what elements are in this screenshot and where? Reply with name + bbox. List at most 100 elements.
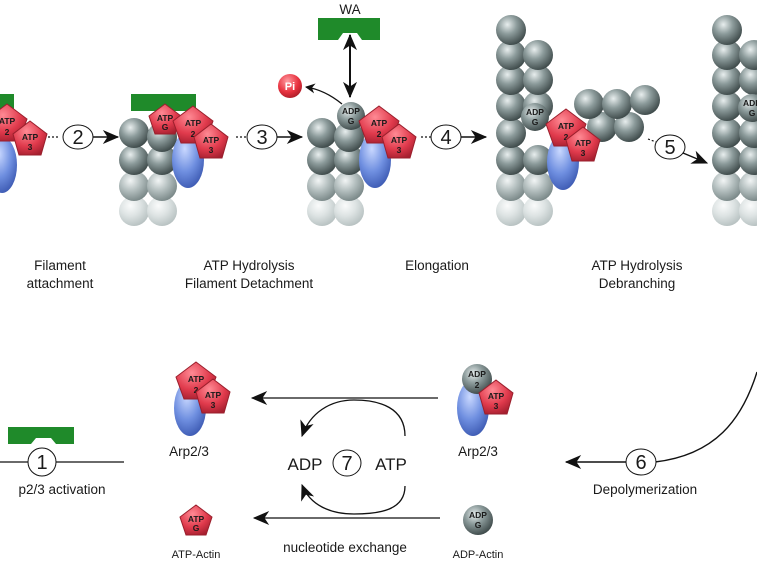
- daughter-filament: [574, 85, 660, 142]
- wa-release: WA: [318, 2, 380, 99]
- arp3-number: 3: [28, 142, 33, 152]
- label-atp-actin: ATP-Actin: [172, 549, 221, 561]
- arp2-number: 2: [564, 132, 569, 142]
- g-label: G: [475, 520, 482, 530]
- step-number: 1: [36, 452, 47, 474]
- g-label: G: [532, 117, 539, 127]
- step-number: 4: [440, 127, 451, 149]
- label-filament-attachment-line1: Filament: [34, 258, 86, 273]
- atp-label: ATP: [188, 374, 205, 384]
- step-5: 5: [647, 134, 709, 164]
- atp-label: ATP: [0, 116, 16, 126]
- label-hydrolysis-detachment-line1: ATP Hydrolysis: [203, 258, 294, 273]
- atp-label: ATP: [188, 514, 205, 524]
- label-atp-center: ATP: [375, 455, 407, 474]
- step-number: 7: [341, 453, 352, 475]
- wa-domain-bar: [131, 94, 196, 111]
- stage-hydrolysis-detachment: ATP G ATP 2 ATP 3: [119, 94, 229, 226]
- mother-filament: [712, 15, 757, 226]
- adp-label: ADP: [342, 106, 360, 116]
- arp3-number: 3: [209, 145, 214, 155]
- arp2-number: 2: [377, 129, 382, 139]
- g-label: G: [348, 116, 355, 126]
- adp-label: ADP: [468, 369, 486, 379]
- wa-domain-bar: [0, 94, 14, 109]
- arp23-adp-complex: ADP 2 ATP 3 Arp2/3: [457, 364, 514, 459]
- stage-filament-attachment: ATP 2 ATP 3: [0, 94, 48, 193]
- atp-loading-arc: [300, 399, 406, 438]
- label-arp23-right: Arp2/3: [458, 444, 498, 459]
- arp3-blue-subunit: [0, 137, 17, 193]
- actin-filament: [119, 118, 177, 226]
- wa-domain-bar: [318, 18, 380, 40]
- label-activation: p2/3 activation: [18, 482, 105, 497]
- adp-label: ADP: [743, 98, 757, 108]
- atp-label: ATP: [157, 113, 174, 123]
- arp3-pentagon: ATP 3: [193, 123, 229, 159]
- adp-label: ADP: [526, 107, 544, 117]
- pi-label: Pi: [285, 81, 295, 93]
- wa-label: WA: [339, 2, 360, 17]
- adp-label: ADP: [469, 510, 487, 520]
- step-6: 6 Depolymerization: [564, 371, 757, 497]
- label-hydrolysis-debranching-line2: Debranching: [599, 276, 676, 291]
- stage-elongation: ADP G ATP 2 ATP 3: [496, 15, 660, 226]
- step-number: 5: [664, 137, 675, 159]
- arp2-number: 2: [5, 127, 10, 137]
- label-hydrolysis-debranching-line1: ATP Hydrolysis: [591, 258, 682, 273]
- label-hydrolysis-detachment-line2: Filament Detachment: [185, 276, 314, 291]
- label-filament-attachment-line2: attachment: [27, 276, 94, 291]
- arp3-pentagon: ATP 3: [478, 379, 514, 415]
- atp-label: ATP: [22, 132, 39, 142]
- wa-domain-bar: [8, 427, 74, 444]
- actin-filament: [307, 118, 364, 226]
- step-4: 4: [421, 124, 488, 150]
- atp-label: ATP: [371, 118, 388, 128]
- atp-label: ATP: [558, 121, 575, 131]
- arp3-number: 3: [397, 145, 402, 155]
- pi-molecule: [278, 74, 302, 98]
- step-number: 3: [256, 127, 267, 149]
- arp23-atp-complex: ATP 2 ATP 3 Arp2/3: [169, 361, 231, 459]
- atp-actin-monomer: ATP G ATP-Actin: [172, 504, 221, 561]
- mother-filament: [496, 15, 553, 226]
- label-adp-actin: ADP-Actin: [453, 549, 504, 561]
- step-3: 3: [236, 124, 304, 150]
- label-nucleotide-exchange: nucleotide exchange: [283, 540, 407, 555]
- arp3-number: 3: [494, 401, 499, 411]
- arp2-number: 2: [475, 380, 480, 390]
- arp3-number: 3: [581, 148, 586, 158]
- adp-release-arc: [301, 483, 406, 515]
- g-label: G: [749, 108, 756, 118]
- arp2-adp: ADP 2: [462, 364, 492, 394]
- label-depolymerization: Depolymerization: [593, 482, 697, 497]
- arp3-blue-subunit: [172, 132, 204, 188]
- atp-label: ATP: [488, 391, 505, 401]
- arp3-pentagon: ATP 3: [12, 120, 48, 156]
- atp-label: ATP: [205, 390, 222, 400]
- step-2: 2: [48, 124, 120, 150]
- step-number: 6: [635, 452, 646, 474]
- pi-arrow: [305, 83, 343, 105]
- arp3-pentagon: ATP 3: [195, 378, 231, 414]
- atp-label: ATP: [203, 135, 220, 145]
- arp2-number: 2: [194, 385, 199, 395]
- arp2-number: 2: [191, 129, 196, 139]
- actin-monomer-adp: ADP G: [337, 102, 365, 130]
- label-adp-center: ADP: [288, 455, 323, 474]
- atp-label: ATP: [391, 135, 408, 145]
- actin-monomer-adp: ADP G: [521, 103, 549, 131]
- arp3-pentagon: ATP 3: [381, 123, 417, 159]
- stage-elongation-start: ADP G ATP 2 ATP 3: [307, 102, 417, 226]
- adp-actin-monomer: ADP G ADP-Actin: [453, 505, 504, 561]
- atp-label: ATP: [185, 118, 202, 128]
- atp-label: ATP: [575, 138, 592, 148]
- actin-monomer-adp: ADP G: [738, 94, 757, 122]
- arp3-blue-subunit: [359, 132, 391, 188]
- pi-release: Pi: [278, 74, 343, 105]
- step-number: 2: [72, 127, 83, 149]
- label-arp23-left: Arp2/3: [169, 444, 209, 459]
- arp3-pentagon: ATP 3: [565, 126, 601, 162]
